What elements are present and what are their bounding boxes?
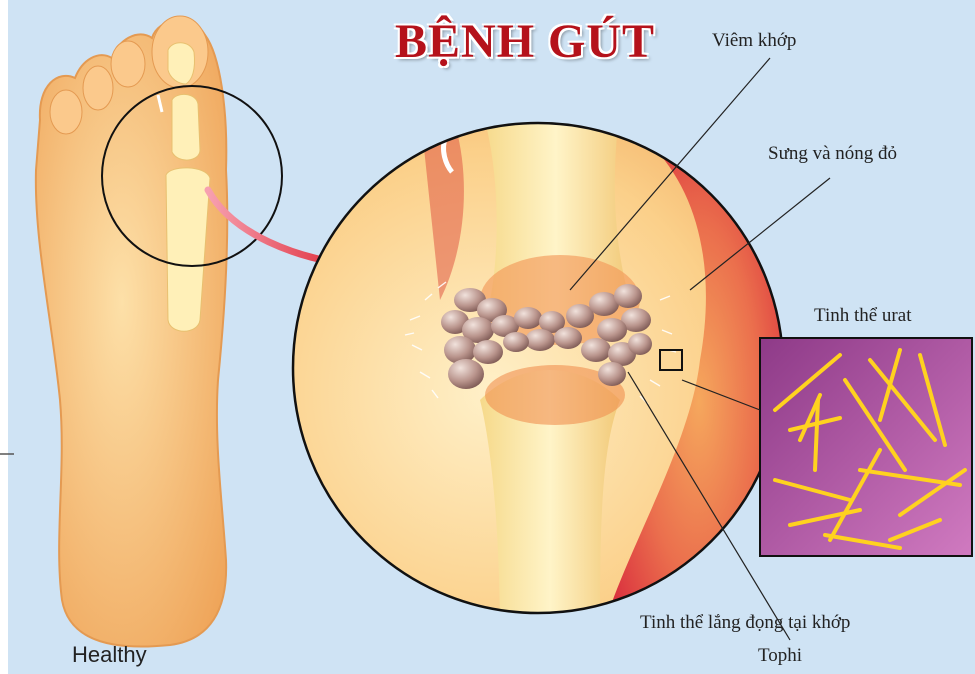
label-urate-crystals: Tinh thể urat xyxy=(814,305,911,327)
label-inflammation: Viêm khớp xyxy=(712,30,796,52)
label-tophi: Tophi xyxy=(758,645,802,667)
label-swelling: Sưng và nóng đỏ xyxy=(768,143,897,165)
page-title: BỆNH GÚT xyxy=(395,14,655,69)
label-crystal-deposit: Tinh thể lắng đọng tại khớp xyxy=(640,612,850,634)
urate-crystal-panel xyxy=(760,338,972,556)
label-healthy: Healthy xyxy=(72,642,147,668)
